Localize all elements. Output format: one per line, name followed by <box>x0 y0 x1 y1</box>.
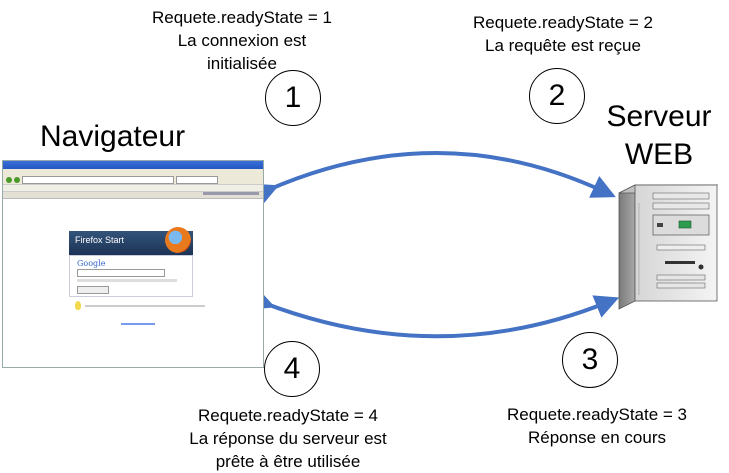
lightbulb-icon <box>75 301 81 310</box>
step-4-desc: La réponse du serveur est <box>189 429 387 448</box>
address-bar <box>22 175 174 184</box>
google-bar <box>3 199 263 206</box>
step-3-number: 3 <box>581 343 599 376</box>
step-1-circle: 1 <box>265 70 321 126</box>
server-tower-icon <box>618 184 719 310</box>
step-1-desc: La connexion est <box>177 31 307 50</box>
response-arrow <box>248 287 620 339</box>
back-icon <box>6 176 12 183</box>
step-3-caption: Requete.readyState = 3 Réponse en cours <box>492 403 702 449</box>
step-2-caption: Requete.readyState = 2 La requête est re… <box>458 11 668 57</box>
browser-menubar <box>3 169 263 175</box>
server-label-line1: Serveur <box>606 100 712 133</box>
request-arrow <box>252 151 616 206</box>
browser-titlebar <box>3 161 263 169</box>
google-logo: Google <box>77 259 106 268</box>
step-3-desc: Réponse en cours <box>528 428 666 447</box>
step-3-circle: 3 <box>562 332 618 388</box>
step-2-number: 2 <box>548 79 566 112</box>
server-label-line2: WEB <box>624 138 694 171</box>
step-3-state: Requete.readyState = 3 <box>506 405 688 424</box>
client-label: Navigateur <box>40 120 186 153</box>
firefox-start-header: Firefox Start <box>69 227 193 255</box>
firefox-logo-icon <box>165 227 191 253</box>
browser-screenshot: Firefox Start Google <box>2 160 264 368</box>
step-4-desc-2: prête à être utilisée <box>215 452 361 471</box>
about-link <box>121 323 155 325</box>
google-search-input <box>77 269 165 277</box>
search-panel: Google <box>69 255 193 297</box>
step-4-state: Requete.readyState = 4 <box>197 406 379 425</box>
search-options <box>77 279 177 282</box>
step-1-desc-2: initialisée <box>207 54 277 73</box>
browser-search-box <box>176 175 218 184</box>
step-4-caption: Requete.readyState = 4 La réponse du ser… <box>170 404 406 473</box>
step-1-number: 1 <box>284 81 302 114</box>
forward-icon <box>14 176 20 183</box>
server-label: Serveur WEB <box>594 98 724 174</box>
google-search-button <box>77 286 109 294</box>
tip-text <box>85 305 205 307</box>
step-2-circle: 2 <box>529 68 585 124</box>
firefox-start-title: Firefox Start <box>75 235 125 245</box>
step-4-circle: 4 <box>264 341 320 397</box>
step-1-caption: Requete.readyState = 1 La connexion est … <box>142 6 342 75</box>
step-4-number: 4 <box>283 352 301 385</box>
browser-toolbar <box>3 175 263 185</box>
step-2-desc: La requête est reçue <box>485 36 641 55</box>
step-2-state: Requete.readyState = 2 <box>472 13 654 32</box>
step-1-state: Requete.readyState = 1 <box>151 8 333 27</box>
account-links <box>203 192 259 195</box>
browser-tabs <box>3 192 263 199</box>
bookmarks-bar <box>3 185 263 192</box>
